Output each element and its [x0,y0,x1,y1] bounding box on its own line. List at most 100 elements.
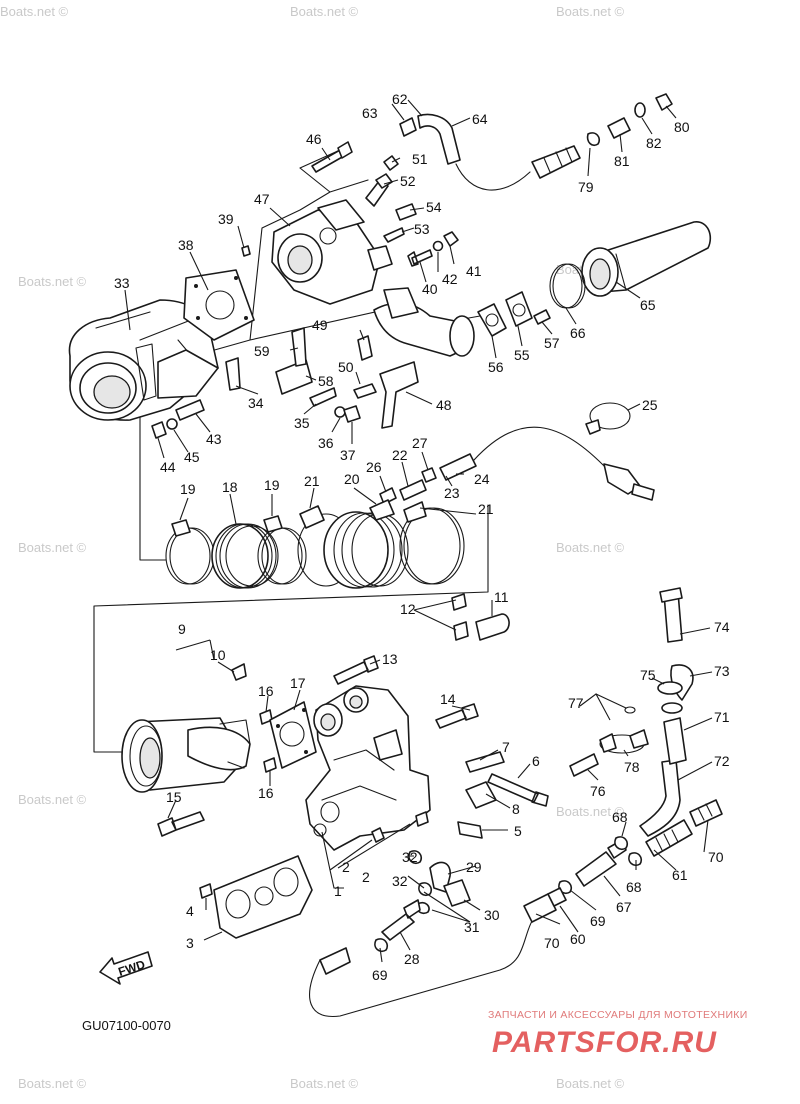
callout-16: 16 [258,683,274,699]
exhaust-pipe-65 [581,221,712,297]
bolt-10 [231,663,247,681]
callout-56: 56 [488,359,504,375]
callout-61: 61 [672,867,688,883]
callout-43: 43 [206,431,222,447]
watermark: Boats.net © [290,1076,359,1091]
callout-65: 65 [640,297,656,313]
callout-53: 53 [414,221,430,237]
callout-19: 19 [264,477,280,493]
callout-32: 32 [402,849,418,865]
clamp-32 [418,882,433,897]
clamp-25 [585,402,631,435]
callout-32: 32 [392,873,408,889]
callout-6: 6 [532,753,540,769]
watermark: Boats.net © [0,4,69,19]
callout-59: 59 [254,343,270,359]
nut-44 [151,421,167,439]
washer-75 [657,681,683,695]
pin-16 [263,757,277,773]
watermark: Boats.net © [556,540,625,555]
watermark: Boats.net © [18,540,87,555]
brand-logo-text: PARTSFOR.RU [492,1026,717,1059]
pipe-72 [639,759,681,837]
forward-direction-arrow: FWD [99,951,153,985]
bolt-50 [353,383,377,399]
callout-39: 39 [218,211,234,227]
fitting-12 [453,621,469,641]
water-hose-62-64 [399,113,581,191]
pin-2 [371,827,385,843]
callout-33: 33 [114,275,130,291]
callout-22: 22 [392,447,408,463]
callout-78: 78 [624,759,640,775]
callout-68: 68 [626,879,642,895]
hose-long [309,909,541,1018]
washer-45 [166,418,178,430]
bolt-74-head [659,587,683,603]
callout-62: 62 [392,91,408,107]
fitting-22 [399,479,427,501]
exhaust-manifold [305,685,431,851]
hose-70 [319,947,351,975]
bolt-57 [533,309,551,325]
callout-69: 69 [372,967,388,983]
hose-61 [645,819,693,857]
pin-39 [241,245,251,257]
gasket-plates-55-56 [477,291,533,337]
callout-82: 82 [646,135,662,151]
group-outline-upper [93,409,489,753]
hose-24 [439,426,655,501]
callout-79: 79 [578,179,594,195]
callout-71: 71 [714,709,730,725]
callout-8: 8 [512,801,520,817]
gasket-3 [213,855,313,939]
callout-81: 81 [614,153,630,169]
pipe-60 [547,887,567,907]
clamp-68 [614,836,629,851]
callout-34: 34 [248,395,264,411]
group-outline-top [171,149,481,363]
plug-8 [465,781,497,809]
exhaust-elbow-47 [271,199,475,357]
callout-76: 76 [590,783,606,799]
callout-13: 13 [382,651,398,667]
callout-58: 58 [318,373,334,389]
callout-15: 15 [166,789,182,805]
bracket-54 [395,203,417,221]
callout-48: 48 [436,397,452,413]
callout-73: 73 [714,663,730,679]
diagram-code: GU07100-0070 [82,1018,171,1033]
watermark: Boats.net © [18,1076,87,1091]
clamp-79 [586,132,601,147]
clamp-69 [374,938,389,953]
callout-4: 4 [186,903,194,919]
pipe-30 [443,879,471,907]
callout-80: 80 [674,119,690,135]
watermark: Boats.net © [556,4,625,19]
nut-80 [655,93,673,111]
callout-69: 69 [590,913,606,929]
callout-44: 44 [160,459,176,475]
callout-28: 28 [404,951,420,967]
nut-41 [443,231,459,247]
bolt-59 [291,327,307,367]
hose-70 [689,799,723,827]
watermark: Boats.net © [290,4,359,19]
callout-9: 9 [178,621,186,637]
nut-5 [457,821,483,839]
callout-55: 55 [514,347,530,363]
callout-19: 19 [180,481,196,497]
pin-2 [415,811,429,827]
nut-37 [343,405,361,423]
bolt-46 [311,141,353,173]
callout-labels: 1 2 2 3 4 5 6 7 8 9 10 11 12 13 14 15 16… [114,91,730,983]
callout-18: 18 [222,479,238,495]
callout-51: 51 [412,151,428,167]
brand-tagline: ЗАПЧАСТИ И АКСЕССУАРЫ ДЛЯ МОТОТЕХНИКИ [488,1009,748,1021]
callout-72: 72 [714,753,730,769]
callout-37: 37 [340,447,356,463]
pipe-53 [383,227,405,243]
callout-54: 54 [426,199,442,215]
callout-16: 16 [258,785,274,801]
